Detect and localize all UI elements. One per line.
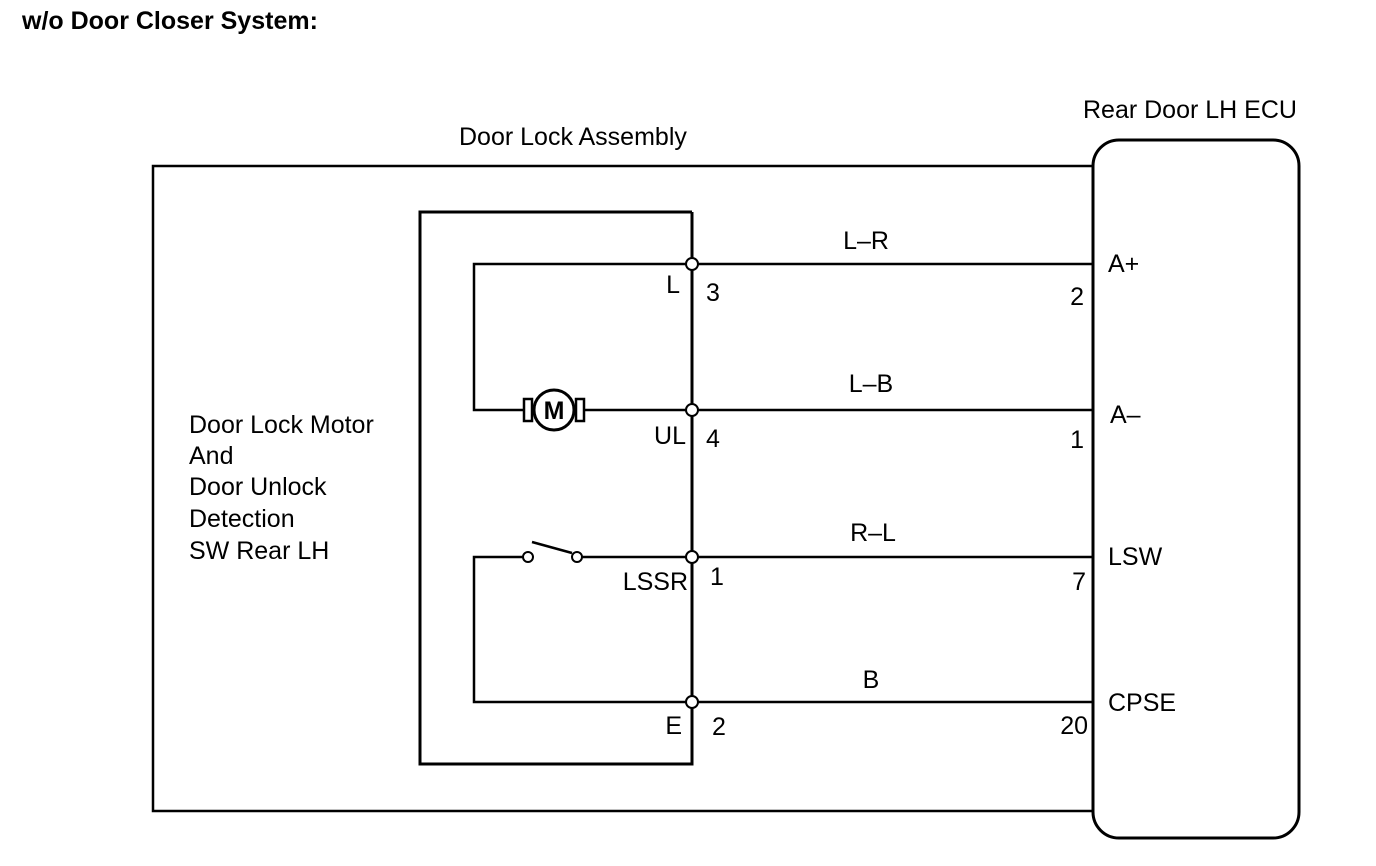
- ecu-box: [1091, 138, 1301, 840]
- assembly-pin-number: 1: [710, 563, 724, 591]
- ecu-pin-number: 2: [1070, 283, 1084, 311]
- terminal-node-ul: [685, 403, 699, 417]
- terminal-node-l: [685, 257, 699, 271]
- ecu-pin-number: 1: [1070, 426, 1084, 454]
- assembly-pin-number: 3: [706, 279, 720, 307]
- assembly-outer-box: [151, 164, 1093, 813]
- ecu-title: Rear Door LH ECU: [1083, 96, 1297, 124]
- motor-icon: M: [522, 388, 586, 432]
- component-label-line: SW Rear LH: [189, 537, 329, 565]
- motor-symbol: M: [544, 397, 565, 425]
- assembly-terminal-name: E: [665, 712, 682, 740]
- diagram-heading: w/o Door Closer System:: [21, 7, 318, 35]
- motor-loop-wire: [472, 262, 692, 412]
- terminal-node-lssr: [685, 550, 699, 564]
- wire-color-label: B: [863, 666, 880, 694]
- wire-color-label: L–R: [843, 227, 889, 255]
- ecu-terminal-name: LSW: [1108, 543, 1163, 571]
- wire-color-label: L–B: [849, 370, 893, 398]
- ecu-terminal-name: A+: [1108, 250, 1139, 278]
- component-label-line: Door Unlock: [189, 473, 327, 501]
- ecu-pin-number: 20: [1060, 712, 1088, 740]
- assembly-terminal-name: UL: [654, 422, 686, 450]
- assembly-terminal-name: L: [666, 271, 680, 299]
- component-inner-box: [418, 210, 694, 766]
- terminal-node-e: [685, 695, 699, 709]
- component-label-line: Door Lock Motor: [189, 411, 374, 439]
- wire-color-label: R–L: [850, 519, 896, 547]
- assembly-pin-number: 2: [712, 713, 726, 741]
- switch-loop-wire: [472, 555, 692, 704]
- ecu-pin-number: 7: [1072, 568, 1086, 596]
- ecu-terminal-name: CPSE: [1108, 689, 1176, 717]
- ecu-terminal-name: A–: [1110, 401, 1141, 429]
- component-label-line: And: [189, 442, 233, 470]
- component-label-line: Detection: [189, 505, 295, 533]
- assembly-pin-number: 4: [706, 425, 720, 453]
- assembly-title: Door Lock Assembly: [459, 123, 687, 151]
- assembly-terminal-name: LSSR: [623, 568, 688, 596]
- switch-icon: [522, 540, 583, 563]
